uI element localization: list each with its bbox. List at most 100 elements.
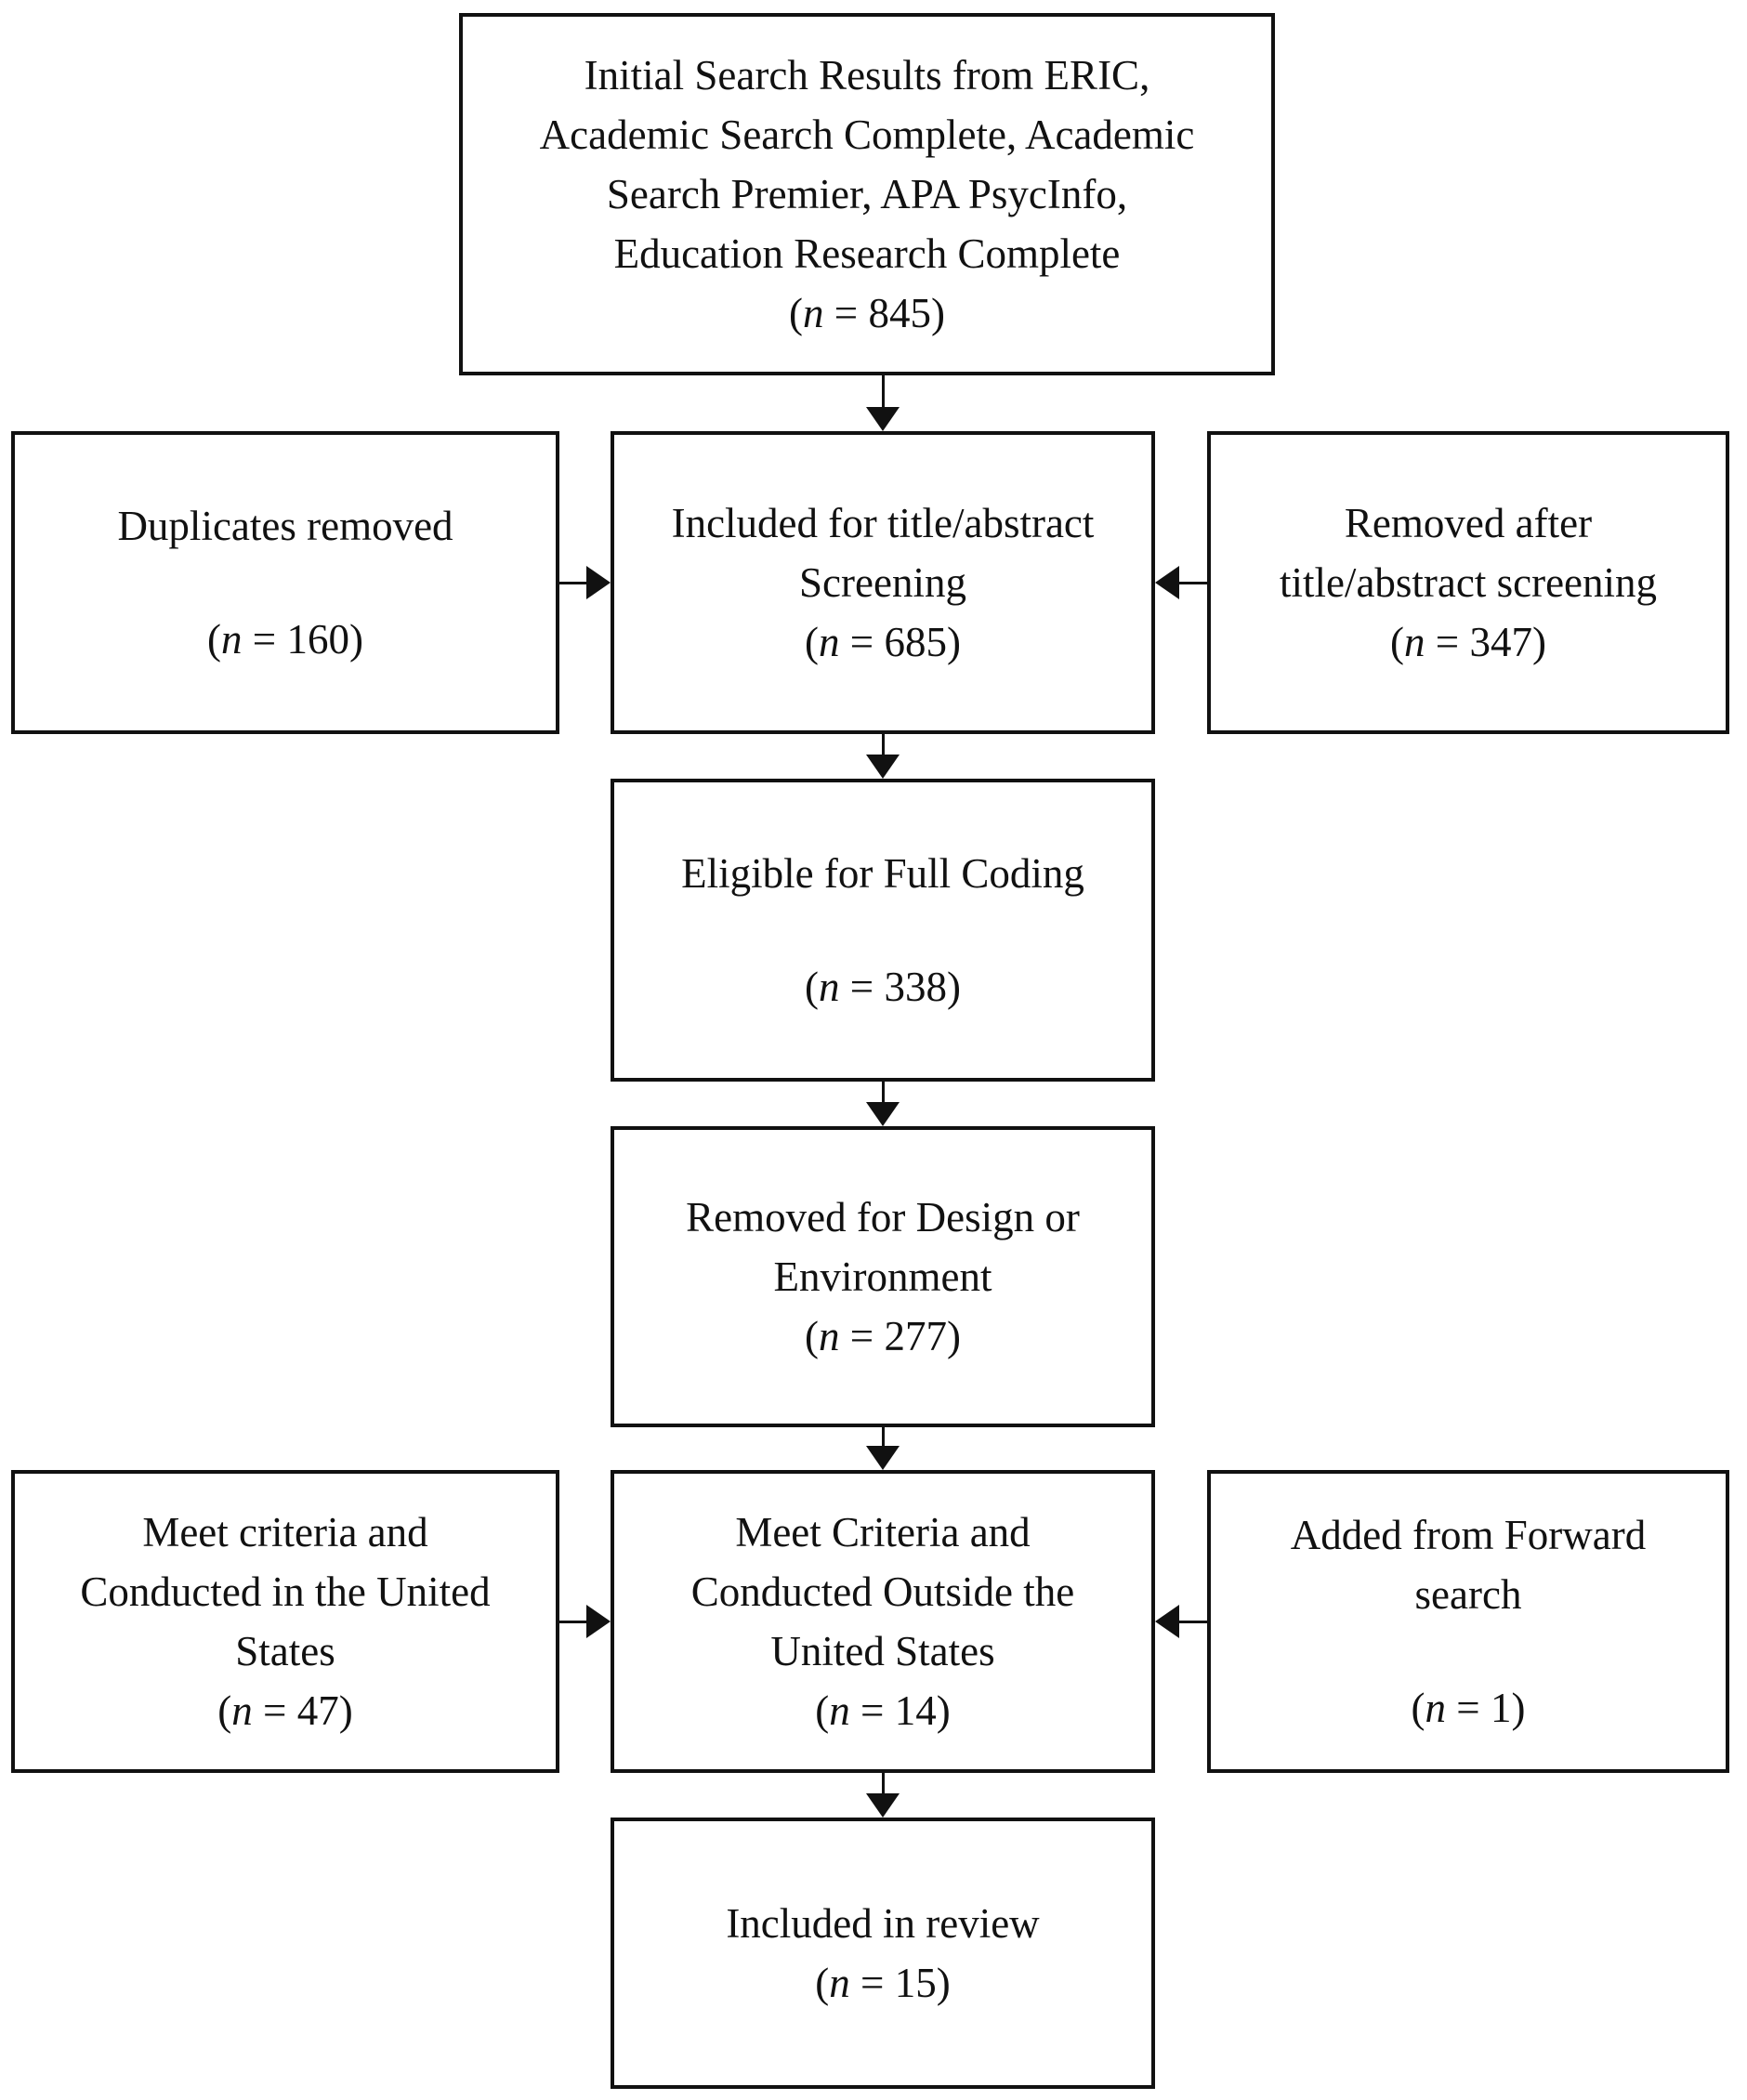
paren-open: (	[207, 616, 222, 663]
equals-sign: =	[839, 619, 885, 665]
n-symbol: n	[1425, 1685, 1447, 1731]
count-value: 14	[894, 1687, 937, 1734]
box-eligible-full-coding: Eligible for Full Coding (n = 338)	[611, 779, 1155, 1082]
n-symbol: n	[819, 964, 840, 1010]
arrow-down-head-icon	[866, 1102, 900, 1126]
arrow-line	[881, 1773, 885, 1793]
n-symbol: n	[803, 290, 824, 336]
count-label: (n = 845)	[789, 283, 945, 343]
equals-sign: =	[839, 1313, 885, 1359]
count-value: 1	[1490, 1685, 1512, 1731]
count-label: (n = 277)	[805, 1306, 961, 1366]
paren-open: (	[1411, 1685, 1425, 1731]
box-meet-criteria-us: Meet criteria and Conducted in the Unite…	[11, 1470, 559, 1773]
arrow-down-head-icon	[866, 1446, 900, 1470]
arrow-line	[1179, 581, 1207, 584]
count-label: (n = 15)	[815, 1953, 950, 2013]
arrow-down-head-icon	[866, 1793, 900, 1818]
box-title: Eligible for Full Coding	[681, 850, 1084, 897]
paren-close: )	[338, 1687, 353, 1734]
paren-open: (	[815, 1687, 830, 1734]
n-symbol: n	[1404, 619, 1425, 665]
arrow-down-head-icon	[866, 755, 900, 779]
count-value: 685	[884, 619, 947, 665]
count-value: 277	[884, 1313, 947, 1359]
box-added-forward-search: Added from Forward search (n = 1)	[1207, 1470, 1729, 1773]
box-duplicates-removed: Duplicates removed (n = 160)	[11, 431, 559, 734]
paren-close: )	[946, 1313, 961, 1359]
n-symbol: n	[819, 619, 840, 665]
arrow-down-head-icon	[866, 407, 900, 431]
arrow-line	[559, 1620, 586, 1623]
arrow-initial-to-screening	[866, 375, 900, 431]
n-symbol: n	[221, 616, 243, 663]
count-label: (n = 338)	[805, 957, 961, 1017]
paren-close: )	[1531, 619, 1546, 665]
arrow-line	[1179, 1620, 1207, 1623]
box-title: Included in review	[726, 1900, 1040, 1947]
arrow-removed-design-to-meet-outside	[866, 1427, 900, 1470]
count-label: (n = 14)	[815, 1681, 950, 1740]
equals-sign: =	[242, 616, 287, 663]
paren-open: (	[815, 1960, 830, 2006]
box-removed-after-screening: Removed after title/abstract screening (…	[1207, 431, 1729, 734]
n-symbol: n	[231, 1687, 253, 1734]
arrow-line	[559, 581, 586, 584]
box-title: Removed for Design or Environment	[686, 1194, 1080, 1300]
arrow-removed-after-to-screening	[1155, 566, 1207, 599]
box-title: Included for title/abstract Screening	[671, 500, 1095, 606]
arrow-screening-to-eligible	[866, 734, 900, 779]
arrow-left-head-icon	[1155, 566, 1179, 599]
paren-close: )	[946, 964, 961, 1010]
paren-open: (	[789, 290, 804, 336]
box-title-abstract-screening: Included for title/abstract Screening (n…	[611, 431, 1155, 734]
count-label: (n = 347)	[1390, 612, 1546, 672]
arrow-line	[881, 375, 885, 407]
paren-close: )	[936, 1960, 951, 2006]
equals-sign: =	[849, 1960, 895, 2006]
arrow-line	[881, 1082, 885, 1102]
n-symbol: n	[819, 1313, 840, 1359]
box-included-in-review: Included in review (n = 15)	[611, 1818, 1155, 2089]
equals-sign: =	[1446, 1685, 1491, 1731]
paren-open: (	[805, 964, 820, 1010]
count-value: 47	[296, 1687, 339, 1734]
arrow-right-head-icon	[586, 1605, 611, 1638]
paren-close: )	[936, 1687, 951, 1734]
box-title: Removed after title/abstract screening	[1279, 500, 1658, 606]
n-symbol: n	[829, 1960, 850, 2006]
equals-sign: =	[839, 964, 885, 1010]
arrow-right-head-icon	[586, 566, 611, 599]
box-meet-criteria-outside-us: Meet Criteria and Conducted Outside the …	[611, 1470, 1155, 1773]
arrow-line	[881, 1427, 885, 1446]
box-initial-search-results: Initial Search Results from ERIC, Academ…	[459, 13, 1275, 375]
count-value: 845	[868, 290, 931, 336]
count-value: 15	[894, 1960, 937, 2006]
arrow-left-head-icon	[1155, 1605, 1179, 1638]
count-value: 347	[1469, 619, 1532, 665]
count-value: 160	[286, 616, 349, 663]
paren-close: )	[946, 619, 961, 665]
equals-sign: =	[252, 1687, 297, 1734]
equals-sign: =	[849, 1687, 895, 1734]
count-label: (n = 160)	[207, 610, 363, 669]
arrow-forward-to-meet-outside	[1155, 1605, 1207, 1638]
count-label: (n = 47)	[217, 1681, 352, 1740]
n-symbol: n	[829, 1687, 850, 1734]
equals-sign: =	[1425, 619, 1470, 665]
paren-open: (	[1390, 619, 1405, 665]
count-value: 338	[884, 964, 947, 1010]
paren-close: )	[1511, 1685, 1526, 1731]
arrow-meet-outside-to-included	[866, 1773, 900, 1818]
paren-open: (	[805, 1313, 820, 1359]
count-label: (n = 1)	[1412, 1678, 1526, 1738]
equals-sign: =	[823, 290, 869, 336]
paren-close: )	[348, 616, 363, 663]
count-label: (n = 685)	[805, 612, 961, 672]
paren-open: (	[805, 619, 820, 665]
paren-open: (	[217, 1687, 232, 1734]
arrow-meet-us-to-meet-outside	[559, 1605, 611, 1638]
paren-close: )	[930, 290, 945, 336]
box-title: Meet Criteria and Conducted Outside the …	[690, 1509, 1075, 1674]
